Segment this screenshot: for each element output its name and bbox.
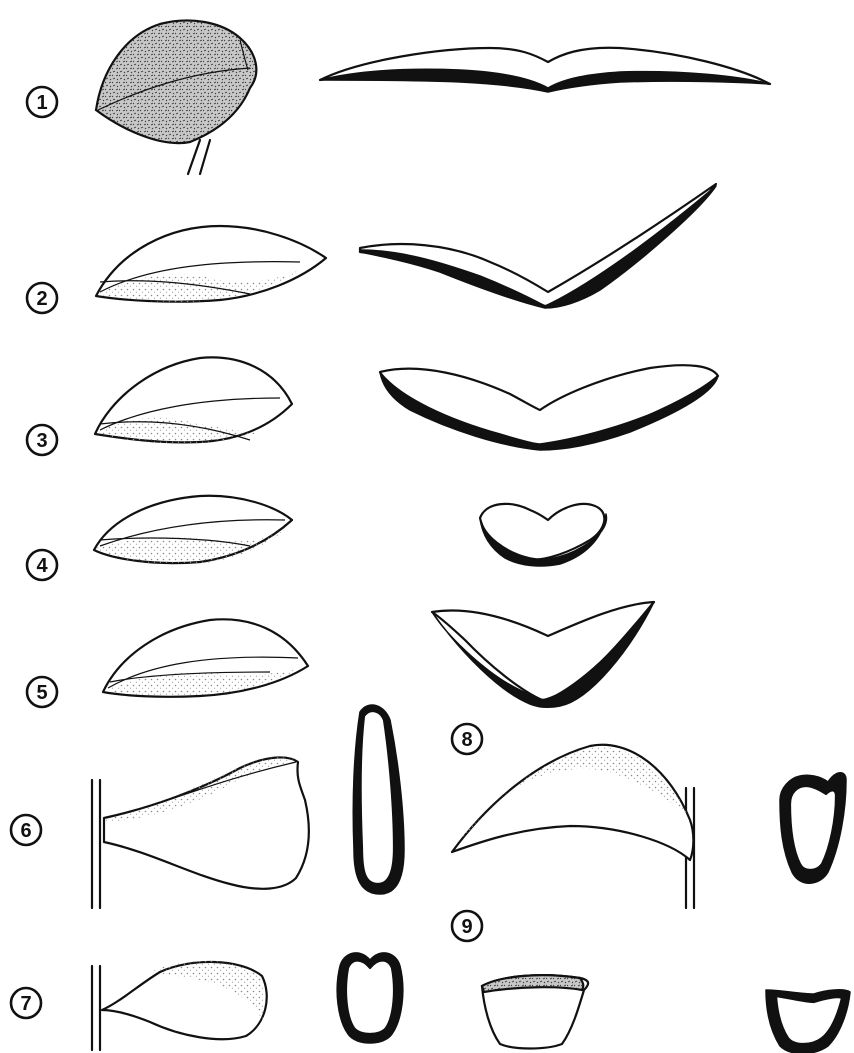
figure-label-8-text: 8: [461, 729, 472, 751]
figure-label-3: 3: [27, 425, 57, 455]
figure-label-3-text: 3: [36, 430, 47, 452]
figure-label-6: 6: [11, 815, 41, 845]
section-9: [766, 990, 850, 1053]
figure-label-6-text: 6: [20, 820, 31, 842]
figure-label-4-text: 4: [36, 555, 48, 577]
section-8: [780, 773, 846, 884]
leaf-6-side: [92, 757, 309, 908]
leaf-2-side: [96, 226, 326, 302]
figure-label-5-text: 5: [36, 682, 47, 704]
leaf-1-side: [96, 20, 256, 174]
leaf-7-side: [92, 961, 267, 1050]
figure-label-1-text: 1: [36, 92, 47, 114]
section-3: [380, 365, 718, 450]
figure-label-5: 5: [27, 677, 57, 707]
leaf-3-side: [95, 357, 292, 443]
leaf-9-side: [482, 975, 588, 1048]
leaf-4-side: [94, 496, 292, 565]
figure-label-2-text: 2: [36, 288, 47, 310]
leaf-5-side: [103, 619, 308, 696]
section-5: [432, 602, 654, 707]
figure-label-9-text: 9: [461, 916, 472, 938]
section-1: [320, 48, 770, 92]
figure-label-2: 2: [27, 283, 57, 313]
section-4: [480, 504, 606, 566]
figure-label-4: 4: [27, 550, 57, 580]
figure-label-7: 7: [11, 988, 41, 1018]
figure-label-7-text: 7: [20, 993, 31, 1015]
section-6: [353, 705, 404, 894]
section-2: [360, 184, 716, 308]
section-7: [337, 953, 403, 1043]
leaf-8-side: [452, 745, 694, 908]
figure-label-8: 8: [452, 724, 482, 754]
figure-label-9: 9: [452, 911, 482, 941]
figure-label-1: 1: [27, 87, 57, 117]
